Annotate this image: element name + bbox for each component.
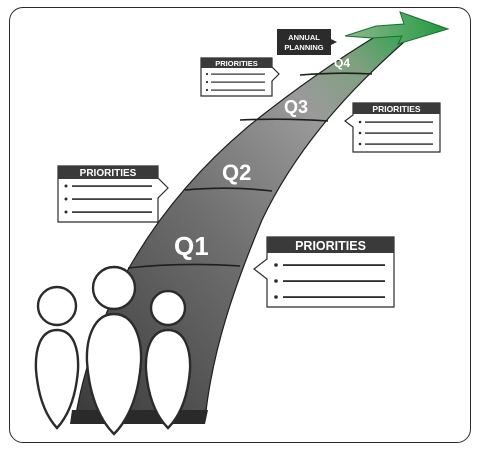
person-body	[144, 328, 192, 430]
person-body	[85, 312, 143, 436]
quarter-label-q4: Q4	[334, 56, 350, 70]
priorities-card-q3: PRIORITIES	[344, 102, 441, 153]
annual-planning-line2: PLANNING	[284, 43, 323, 52]
quarter-label-q3: Q3	[284, 97, 308, 117]
priorities-card-q4: PRIORITIES	[200, 57, 280, 97]
quarter-divider	[127, 263, 241, 269]
priorities-card-title: PRIORITIES	[295, 239, 366, 253]
quarter-label-q1: Q1	[174, 231, 209, 261]
person-head	[91, 265, 137, 311]
quarter-divider	[299, 72, 373, 76]
team-figures	[34, 265, 192, 436]
priorities-card-title: PRIORITIES	[215, 59, 258, 68]
priorities-card-q2: PRIORITIES	[57, 165, 169, 223]
priorities-card-title: PRIORITIES	[372, 104, 421, 114]
annual-planning-line1: ANNUAL	[288, 33, 320, 42]
quarter-label-q2: Q2	[222, 160, 251, 185]
road-base	[70, 410, 208, 424]
person-head	[149, 289, 187, 327]
arrow-head	[344, 11, 450, 45]
quarter-divider	[239, 118, 329, 122]
priorities-card-q1: PRIORITIES	[253, 236, 395, 308]
priorities-card-title: PRIORITIES	[80, 168, 137, 179]
person-head	[36, 285, 78, 327]
annual-planning-tag: ANNUAL PLANNING	[277, 29, 337, 55]
quarter-divider	[184, 187, 273, 192]
person-body	[34, 328, 80, 430]
